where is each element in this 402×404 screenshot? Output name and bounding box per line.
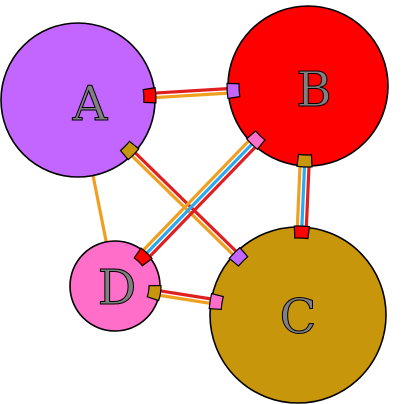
edge-strand — [158, 293, 211, 306]
edge-strand — [145, 142, 254, 255]
node-a-label: A — [72, 76, 109, 132]
port-d-to-b — [133, 247, 153, 267]
port-c-to-b — [293, 225, 311, 240]
edge-strand — [148, 145, 257, 258]
edge-strand — [91, 175, 108, 243]
nodes-layer — [0, 5, 389, 404]
edges-layer — [91, 87, 311, 306]
edge-strand — [154, 87, 229, 95]
edge-d-c — [158, 289, 212, 306]
port-c-to-a — [228, 246, 249, 267]
edge-b-c — [295, 165, 311, 228]
edge-strand — [295, 165, 302, 227]
port-b-to-a — [226, 82, 241, 100]
port-a-to-c — [119, 140, 140, 161]
edge-strand — [133, 151, 238, 254]
edge-a-b — [154, 87, 229, 100]
edge-strand — [154, 91, 229, 100]
edge-b-d — [141, 139, 257, 258]
port-d-to-c — [146, 284, 162, 302]
ports-layer — [119, 82, 313, 311]
port-a-to-b — [142, 87, 157, 104]
port-b-to-d — [245, 130, 266, 151]
node-b-label: B — [296, 62, 331, 118]
edge-strand — [130, 154, 235, 257]
edge-strand — [141, 139, 251, 252]
edge-strand — [300, 165, 307, 228]
port-c-to-d — [208, 292, 224, 311]
node-c-label: C — [280, 289, 317, 345]
labels-layer: A B C D — [71, 62, 332, 346]
edge-strand — [159, 289, 212, 301]
edge-strand — [304, 166, 311, 228]
port-b-to-c — [296, 153, 313, 168]
node-d-label: D — [98, 260, 136, 316]
edge-a-c — [130, 151, 238, 257]
edge-a-d — [91, 175, 108, 243]
